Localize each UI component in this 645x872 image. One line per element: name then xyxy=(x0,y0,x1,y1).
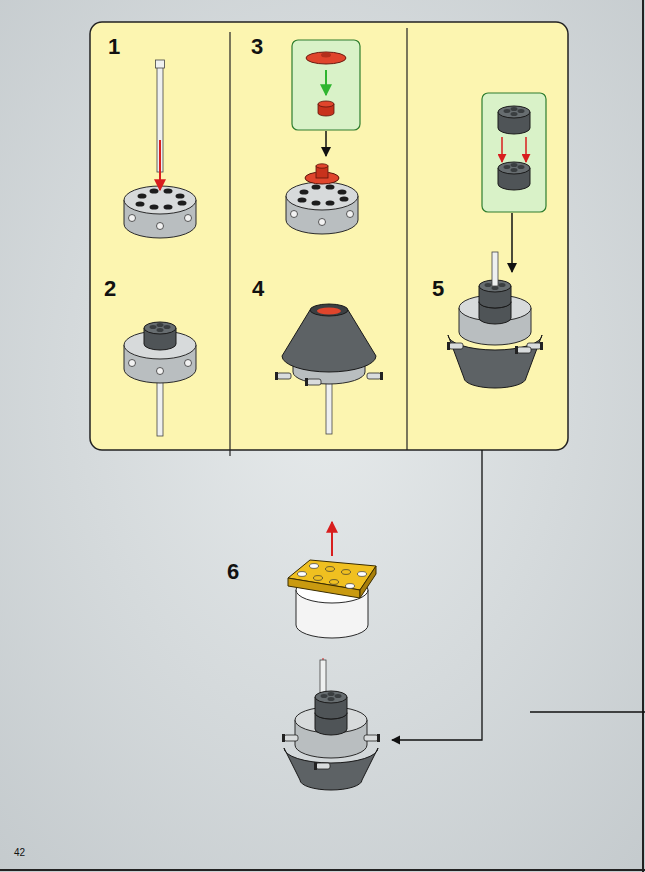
step-6-figure xyxy=(282,522,380,790)
page-edge xyxy=(642,0,644,872)
step-number: 2 xyxy=(104,278,116,300)
step-number: 1 xyxy=(108,36,120,58)
step-number: 5 xyxy=(432,278,444,300)
step-panel xyxy=(90,22,568,450)
step-3-figure xyxy=(286,40,360,234)
step-1-figure xyxy=(124,60,196,238)
step-number: 3 xyxy=(251,36,263,58)
step-number: 6 xyxy=(227,561,239,583)
page-number: 42 xyxy=(14,848,25,858)
panel-divider xyxy=(229,32,230,456)
leader-line xyxy=(530,711,645,712)
step-5-figure xyxy=(447,93,546,388)
leader-line xyxy=(392,450,482,740)
panel-divider xyxy=(406,28,407,450)
step-4-figure xyxy=(275,304,383,434)
step-number: 4 xyxy=(252,278,264,300)
page-edge xyxy=(0,869,645,871)
step-2-figure xyxy=(124,322,196,436)
